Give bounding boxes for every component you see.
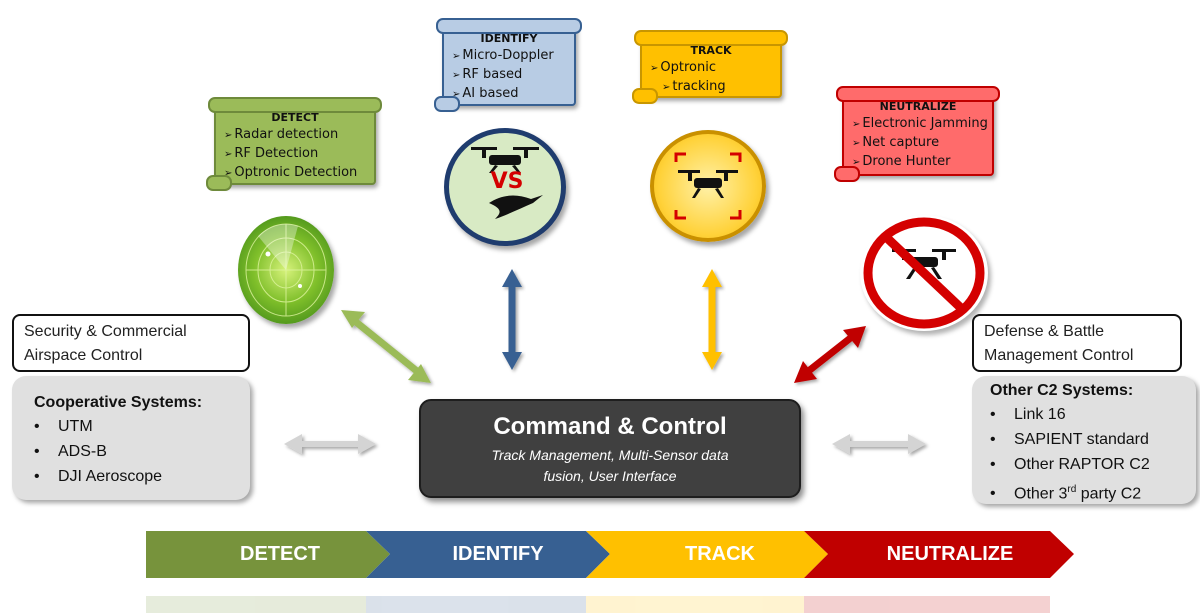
drone-tracking-icon: [650, 130, 766, 242]
scroll-curl: [834, 166, 860, 182]
list-item: ADS-B: [34, 439, 250, 464]
neutralize-scroll: NEUTRALIZE Electronic Jamming Net captur…: [834, 86, 1000, 182]
label-line: Airspace Control: [24, 347, 143, 364]
list-item: Net capture: [852, 134, 992, 153]
track-arrow: [702, 269, 722, 370]
right-link-arrow: [832, 434, 926, 454]
list-item: tracking: [650, 78, 780, 97]
vs-label: VS: [490, 169, 524, 194]
detect-scroll-title: DETECT: [271, 111, 319, 124]
other-c2-heading: Other C2 Systems:: [990, 382, 1134, 399]
list-item: Other RAPTOR C2: [990, 452, 1196, 477]
scroll-curl: [434, 96, 460, 112]
radar-icon: [238, 216, 334, 324]
list-item: Optronic: [650, 59, 780, 78]
cooperative-systems-list: UTM ADS-B DJI Aeroscope: [34, 414, 250, 489]
detect-scroll: DETECT Radar detection RF Detection Optr…: [206, 97, 382, 191]
phase-identify-chevron: [366, 531, 610, 578]
detect-scroll-list: Radar detection RF Detection Optronic De…: [216, 126, 374, 183]
phase-detect-chevron: [146, 531, 390, 578]
neutralize-arrow: [794, 326, 866, 383]
detect-arrow: [341, 310, 431, 383]
phase-label-detect: DETECT: [240, 543, 320, 565]
scroll-curl: [436, 18, 582, 34]
track-scroll-title: TRACK: [690, 44, 732, 57]
subtitle-line: fusion, User Interface: [543, 468, 677, 484]
neutralize-scroll-list: Electronic Jamming Net capture Drone Hun…: [844, 115, 992, 172]
security-airspace-label: Security & Commercial Airspace Control: [12, 314, 250, 372]
list-item: RF Detection: [224, 145, 374, 164]
list-item: Drone Hunter: [852, 153, 992, 172]
item-text: Other 3: [1014, 485, 1068, 503]
list-item: AI based: [452, 85, 574, 104]
phase-label-neutralize: NEUTRALIZE: [886, 543, 1014, 565]
drone-target-icon: [674, 152, 742, 220]
prohibited-icon: [863, 217, 985, 329]
cooperative-systems-heading: Cooperative Systems:: [34, 394, 203, 411]
superscript: rd: [1067, 484, 1077, 495]
list-item: RF based: [452, 66, 574, 85]
no-drone-icon: [860, 215, 988, 331]
track-scroll-list: Optronic tracking: [642, 59, 780, 97]
scroll-curl: [634, 30, 788, 46]
scroll-curl: [632, 88, 658, 104]
drone-vs-bird-icon: VS: [444, 128, 566, 246]
other-c2-box: Other C2 Systems: Link 16 SAPIENT standa…: [972, 376, 1196, 504]
scroll-curl: [206, 175, 232, 191]
identify-arrow: [502, 269, 522, 370]
cooperative-systems-box: Cooperative Systems: UTM ADS-B DJI Aeros…: [12, 376, 250, 500]
list-item: Radar detection: [224, 126, 374, 145]
radar-sweep-icon: [245, 223, 327, 317]
list-item: UTM: [34, 414, 250, 439]
defense-management-label: Defense & Battle Management Control: [972, 314, 1182, 372]
track-scroll: TRACK Optronic tracking: [632, 30, 788, 104]
label-line: Management Control: [984, 347, 1134, 364]
scroll-curl: [836, 86, 1000, 102]
scroll-curl: [208, 97, 382, 113]
drone-icon: [471, 147, 543, 219]
phase-neutralize-chevron: [804, 531, 1074, 578]
subtitle-line: Track Management, Multi-Sensor data: [491, 447, 729, 463]
phase-track-chevron: [586, 531, 828, 578]
neutralize-scroll-title: NEUTRALIZE: [879, 100, 957, 113]
list-item: Link 16: [990, 402, 1196, 427]
item-text: party C2: [1076, 485, 1142, 503]
command-control-title: Command & Control: [493, 413, 727, 440]
label-line: Defense & Battle: [984, 323, 1105, 340]
command-control-box: Command & Control Track Management, Mult…: [419, 399, 801, 498]
list-item: DJI Aeroscope: [34, 464, 250, 489]
list-item: Optronic Detection: [224, 164, 374, 183]
phase-reflection: [146, 596, 1050, 613]
identify-scroll-title: IDENTIFY: [480, 32, 538, 45]
phase-label-track: TRACK: [685, 543, 755, 565]
identify-scroll: IDENTIFY Micro-Doppler RF based AI based: [434, 18, 582, 112]
identify-scroll-list: Micro-Doppler RF based AI based: [444, 47, 574, 104]
left-link-arrow: [284, 434, 376, 454]
list-item: Electronic Jamming: [852, 115, 992, 134]
label-line: Security & Commercial: [24, 323, 187, 340]
phase-label-identify: IDENTIFY: [452, 543, 544, 565]
list-item: SAPIENT standard: [990, 427, 1196, 452]
other-c2-list: Link 16 SAPIENT standard Other RAPTOR C2…: [990, 402, 1196, 506]
command-control-subtitle: Track Management, Multi-Sensor data fusi…: [421, 445, 799, 487]
list-item: Other 3rd party C2: [990, 477, 1196, 506]
list-item: Micro-Doppler: [452, 47, 574, 66]
